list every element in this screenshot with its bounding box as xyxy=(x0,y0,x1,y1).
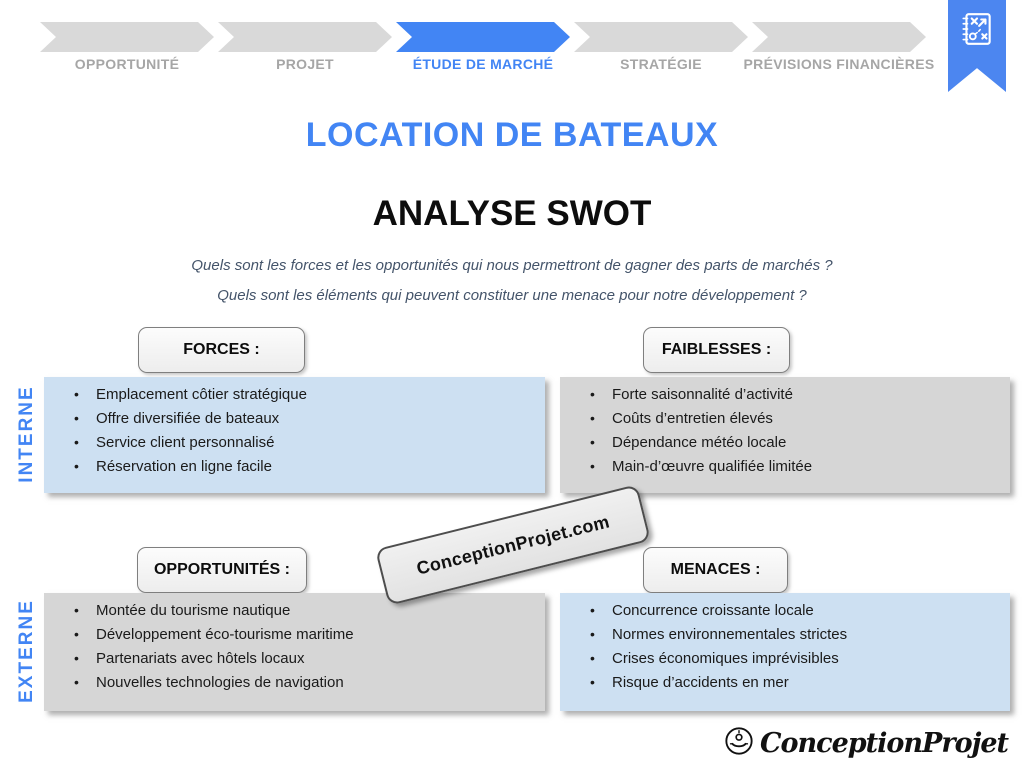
bullet-icon: • xyxy=(74,386,79,402)
axis-label-interne: INTERNE xyxy=(16,385,37,483)
list-item: •Coûts d’entretien élevés xyxy=(590,410,773,427)
bullet-icon: • xyxy=(590,386,595,402)
bullet-icon: • xyxy=(590,626,595,642)
bullet-icon: • xyxy=(590,674,595,690)
chevron-arrow xyxy=(752,22,926,52)
menaces-box: •Concurrence croissante locale •Normes e… xyxy=(560,593,1010,711)
nav-step-label: ÉTUDE DE MARCHÉ xyxy=(412,56,554,72)
watermark-ribbon: ConceptionProjet.com xyxy=(374,484,652,606)
nav-step-projet[interactable]: PROJET xyxy=(218,22,392,72)
list-item: •Risque d’accidents en mer xyxy=(590,674,789,691)
list-item: •Nouvelles technologies de navigation xyxy=(74,674,344,691)
bullet-icon: • xyxy=(74,434,79,450)
list-item: •Emplacement côtier stratégique xyxy=(74,386,307,403)
footer-logo: ConceptionProjet xyxy=(724,726,1009,761)
bullet-icon: • xyxy=(74,626,79,642)
chevron-arrow xyxy=(40,22,214,52)
nav-step-label: STRATÉGIE xyxy=(620,56,702,72)
page-title: LOCATION DE BATEAUX xyxy=(305,116,719,154)
bullet-icon: • xyxy=(590,650,595,666)
bullet-icon: • xyxy=(74,602,79,618)
bullet-icon: • xyxy=(74,458,79,474)
list-item: •Crises économiques imprévisibles xyxy=(590,650,839,667)
footer-logo-text: ConceptionProjet xyxy=(760,728,1009,759)
opportunites-header: OPPORTUNITÉS : xyxy=(137,547,307,593)
nav-step-label: PRÉVISIONS FINANCIÈRES xyxy=(743,56,935,72)
bullet-icon: • xyxy=(74,674,79,690)
list-item: •Montée du tourisme nautique xyxy=(74,602,291,619)
list-item: •Offre diversifiée de bateaux xyxy=(74,410,280,427)
list-item: •Partenariats avec hôtels locaux xyxy=(74,650,305,667)
intro-question-1: Quels sont les forces et les opportunité… xyxy=(191,257,833,274)
list-item: •Forte saisonnalité d’activité xyxy=(590,386,793,403)
bullet-icon: • xyxy=(74,410,79,426)
bullet-icon: • xyxy=(590,458,595,474)
nav-step-etude-de-marche[interactable]: ÉTUDE DE MARCHÉ xyxy=(396,22,570,72)
list-item: •Normes environnementales strictes xyxy=(590,626,848,643)
chevron-arrow xyxy=(218,22,392,52)
chevron-arrow xyxy=(574,22,748,52)
bullet-icon: • xyxy=(74,650,79,666)
bullet-icon: • xyxy=(590,410,595,426)
menaces-header: MENACES : xyxy=(643,547,788,593)
list-item: •Concurrence croissante locale xyxy=(590,602,814,619)
nav-step-label: PROJET xyxy=(276,56,334,72)
bullet-icon: • xyxy=(590,434,595,450)
nav-step-opportunite[interactable]: OPPORTUNITÉ xyxy=(40,22,214,72)
hand-idea-logo-icon xyxy=(724,726,754,761)
list-item: •Main-d’œuvre qualifiée limitée xyxy=(590,458,813,475)
nav-step-strategie[interactable]: STRATÉGIE xyxy=(574,22,748,72)
nav-step-previsions-financieres[interactable]: PRÉVISIONS FINANCIÈRES xyxy=(744,22,934,72)
list-item: •Service client personnalisé xyxy=(74,434,275,451)
opportunites-box: •Montée du tourisme nautique •Développem… xyxy=(44,593,545,711)
axis-label-externe: EXTERNE xyxy=(16,599,37,703)
intro-question-2: Quels sont les éléments qui peuvent cons… xyxy=(217,287,807,304)
slide-subtitle: ANALYSE SWOT xyxy=(372,194,652,233)
nav-step-label: OPPORTUNITÉ xyxy=(74,56,180,72)
bullet-icon: • xyxy=(590,602,595,618)
faiblesses-header: FAIBLESSES : xyxy=(643,327,790,373)
list-item: •Développement éco-tourisme maritime xyxy=(74,626,354,643)
bookmark-badge xyxy=(948,0,1006,92)
forces-box: •Emplacement côtier stratégique •Offre d… xyxy=(44,377,545,493)
chevron-arrow xyxy=(396,22,570,52)
forces-header: FORCES : xyxy=(138,327,305,373)
list-item: •Dépendance météo locale xyxy=(590,434,787,451)
list-item: •Réservation en ligne facile xyxy=(74,458,272,475)
strategy-tactics-icon xyxy=(958,10,996,92)
faiblesses-box: •Forte saisonnalité d’activité •Coûts d’… xyxy=(560,377,1010,493)
